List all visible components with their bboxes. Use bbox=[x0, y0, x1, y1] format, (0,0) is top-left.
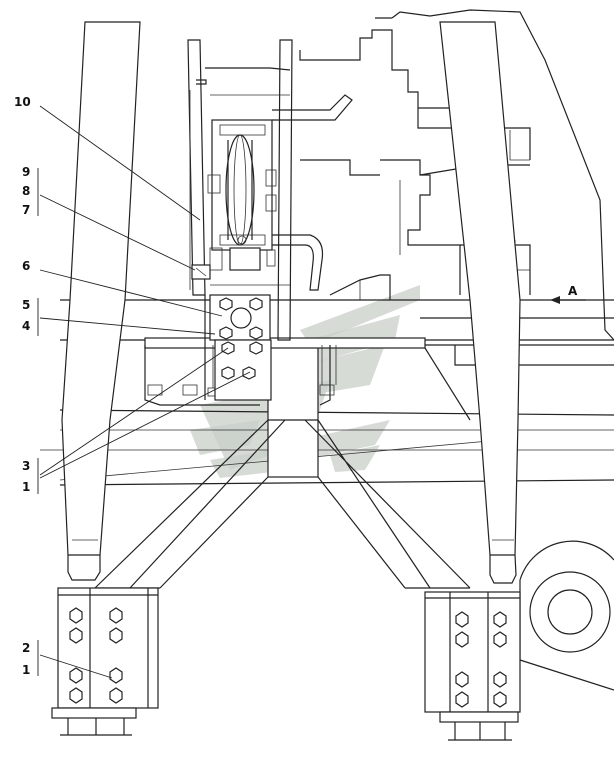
left-boom bbox=[61, 21, 141, 581]
bolt-group-right bbox=[455, 611, 507, 708]
view-arrow-a: A bbox=[550, 284, 586, 304]
callout-6: 6 bbox=[22, 259, 30, 273]
callout-labels: 10 9 8 7 6 5 4 3 1 2 1 bbox=[14, 95, 31, 677]
callout-7: 7 bbox=[22, 203, 30, 217]
right-boom bbox=[439, 21, 521, 584]
outrigger-left bbox=[51, 587, 159, 736]
callout-5: 5 bbox=[22, 298, 30, 312]
lower-frame bbox=[94, 344, 471, 589]
callout-10: 10 bbox=[14, 95, 31, 109]
bolt-group-left bbox=[69, 607, 123, 704]
view-label-a: A bbox=[568, 284, 578, 298]
callout-1-lower: 1 bbox=[22, 663, 30, 677]
winch-assembly bbox=[187, 39, 353, 341]
support-box bbox=[144, 337, 426, 406]
callout-4: 4 bbox=[22, 319, 30, 333]
outrigger-right bbox=[424, 591, 521, 741]
callout-1-upper: 1 bbox=[22, 480, 30, 494]
wheel-right bbox=[519, 540, 614, 691]
callout-2: 2 bbox=[22, 641, 30, 655]
mount-plate bbox=[204, 294, 272, 401]
callout-9: 9 bbox=[22, 165, 30, 179]
callout-8: 8 bbox=[22, 184, 30, 198]
callout-leaders bbox=[37, 105, 251, 679]
callout-3: 3 bbox=[22, 459, 30, 473]
